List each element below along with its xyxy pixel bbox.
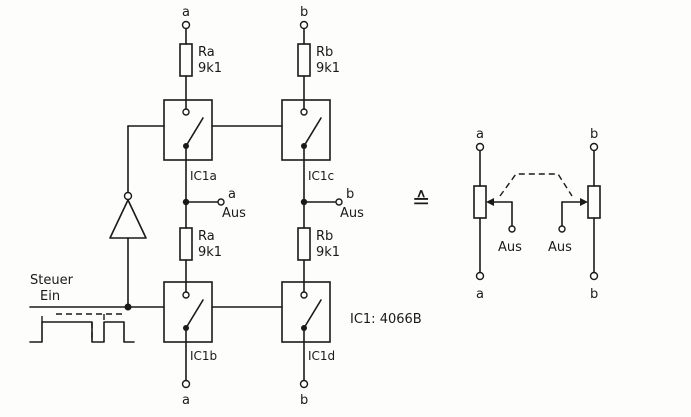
switch-box-ic1d bbox=[281, 281, 331, 343]
terminal-a-aus bbox=[217, 198, 225, 206]
terminal-b-aus bbox=[335, 198, 343, 206]
label-pot-a-bottom: a bbox=[476, 287, 484, 302]
label-pot-a-top: a bbox=[476, 127, 484, 142]
equivalence-symbol: ≙ bbox=[412, 189, 430, 214]
terminal-b-bottom bbox=[299, 379, 309, 389]
label-ic1b: IC1b bbox=[190, 349, 217, 363]
label-ic1a: IC1a bbox=[190, 169, 217, 183]
pot-a-wiper-arrow bbox=[486, 198, 494, 206]
terminal-b-top bbox=[299, 20, 309, 30]
label-rb-top-value: 9k1 bbox=[316, 61, 340, 76]
label-b-aus-letter: b bbox=[346, 187, 354, 202]
switch-box-ic1b bbox=[163, 281, 213, 343]
pulse-waveform bbox=[29, 321, 135, 343]
switch-box-ic1a bbox=[163, 99, 213, 161]
label-pot-b-aus: Aus bbox=[548, 240, 572, 255]
resistor-ra-top bbox=[179, 43, 193, 77]
label-ic-type: IC1: 4066B bbox=[350, 312, 422, 327]
pulse-waveform-dashed bbox=[41, 313, 124, 322]
inverter-triangle bbox=[109, 199, 147, 239]
pot-b-terminal-top bbox=[589, 142, 599, 152]
label-b-top: b bbox=[300, 5, 308, 20]
label-ra-top: Ra bbox=[198, 45, 215, 60]
switch-contact-ic1c-top bbox=[300, 108, 308, 116]
pot-mechanical-coupling bbox=[499, 173, 573, 197]
switch-blade-ic1a bbox=[185, 117, 204, 147]
label-rb-top: Rb bbox=[316, 45, 333, 60]
resistor-rb-top bbox=[297, 43, 311, 77]
pot-b-terminal-bottom bbox=[589, 271, 599, 281]
junction-control bbox=[124, 303, 132, 311]
label-pot-a-aus: Aus bbox=[498, 240, 522, 255]
switch-contact-ic1a-top bbox=[182, 108, 190, 116]
label-rb-mid: Rb bbox=[316, 229, 333, 244]
equivalent-circuit bbox=[473, 142, 601, 281]
switch-box-ic1c bbox=[281, 99, 331, 161]
resistor-ra-mid bbox=[179, 227, 193, 261]
label-pot-b-bottom: b bbox=[590, 287, 598, 302]
column-a bbox=[163, 20, 225, 389]
label-ic1c: IC1c bbox=[308, 169, 334, 183]
resistor-rb-mid bbox=[297, 227, 311, 261]
pot-b-body bbox=[587, 185, 601, 219]
terminal-a-bottom bbox=[181, 379, 191, 389]
switch-blade-ic1d bbox=[303, 299, 322, 329]
label-ra-mid: Ra bbox=[198, 229, 215, 244]
label-rb-mid-value: 9k1 bbox=[316, 245, 340, 260]
inverter-bubble bbox=[123, 191, 133, 201]
pot-a-terminal-bottom bbox=[475, 271, 485, 281]
label-a-top: a bbox=[182, 5, 190, 20]
switch-blade-ic1b bbox=[185, 299, 204, 329]
label-b-bottom: b bbox=[300, 393, 308, 408]
switch-blade-ic1c bbox=[303, 117, 322, 147]
label-b-aus: Aus bbox=[340, 206, 364, 221]
label-ein: Ein bbox=[40, 289, 60, 304]
column-b bbox=[281, 20, 343, 389]
label-pot-b-top: b bbox=[590, 127, 598, 142]
label-ra-top-value: 9k1 bbox=[198, 61, 222, 76]
pot-a-aus-terminal bbox=[508, 225, 516, 233]
switch-contact-ic1d-top bbox=[300, 291, 308, 299]
pot-a-terminal-top bbox=[475, 142, 485, 152]
pot-b-aus-terminal bbox=[558, 225, 566, 233]
switch-contact-ic1b-top bbox=[182, 291, 190, 299]
control-path bbox=[29, 125, 283, 343]
labels: a b Ra 9k1 Rb 9k1 IC1a IC1c a Aus b Aus … bbox=[30, 5, 598, 408]
label-a-aus: Aus bbox=[222, 206, 246, 221]
label-a-aus-letter: a bbox=[228, 187, 236, 202]
pulse-waveform-dashed-edges bbox=[91, 314, 105, 342]
label-a-bottom: a bbox=[182, 393, 190, 408]
terminal-a-top bbox=[181, 20, 191, 30]
label-steuer: Steuer bbox=[30, 273, 74, 288]
pot-b-wiper-arrow bbox=[580, 198, 588, 206]
pot-a-body bbox=[473, 185, 487, 219]
label-ra-mid-value: 9k1 bbox=[198, 245, 222, 260]
label-ic1d: IC1d bbox=[308, 349, 335, 363]
